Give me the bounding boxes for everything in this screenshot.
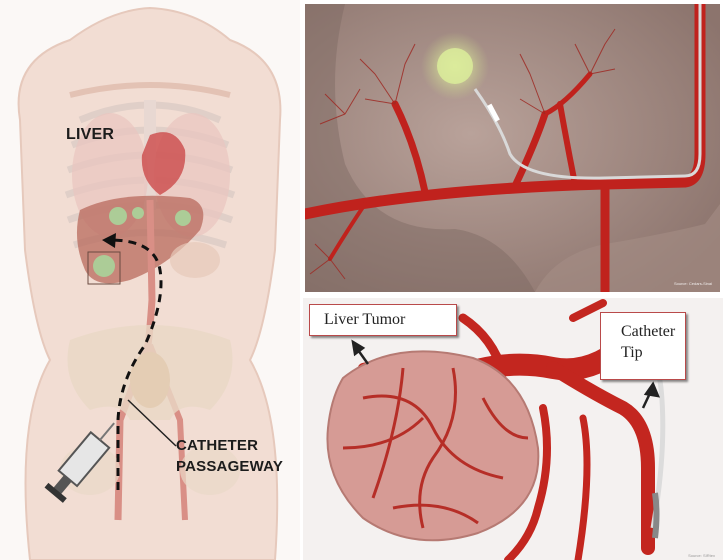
tumor-spot	[109, 207, 127, 225]
catheter-tip	[655, 493, 657, 538]
liver-tumor-label: Liver Tumor	[324, 311, 405, 328]
catheter-tip-label: Tip	[621, 342, 685, 363]
liver-vasculature-panel: Source: Cedars-Sinai	[305, 4, 720, 292]
catheter-tip-callout: Catheter Tip	[600, 312, 686, 380]
liver-label: LIVER	[66, 126, 114, 144]
liver-tumor-panel: Liver Tumor Catheter Tip Source: SIRtex	[303, 298, 723, 560]
catheter-tip-label: Catheter	[621, 321, 685, 342]
torso-illustration	[0, 0, 300, 560]
tumor-spot	[132, 207, 144, 219]
source-note: Source: Cedars-Sinai	[674, 281, 712, 286]
tumor-spot	[175, 210, 191, 226]
stomach	[170, 242, 220, 278]
vasculature-illustration	[305, 4, 720, 292]
source-note: Source: SIRtex	[688, 553, 715, 558]
liver-tumor-callout: Liver Tumor	[309, 304, 457, 336]
tumor	[437, 48, 473, 84]
catheter-passageway-label: PASSAGEWAY	[176, 458, 283, 475]
body-illustration-panel: LIVER CATHETER PASSAGEWAY	[0, 0, 300, 560]
catheter-passageway-label: CATHETER	[176, 437, 258, 454]
tumor-spot	[93, 255, 115, 277]
